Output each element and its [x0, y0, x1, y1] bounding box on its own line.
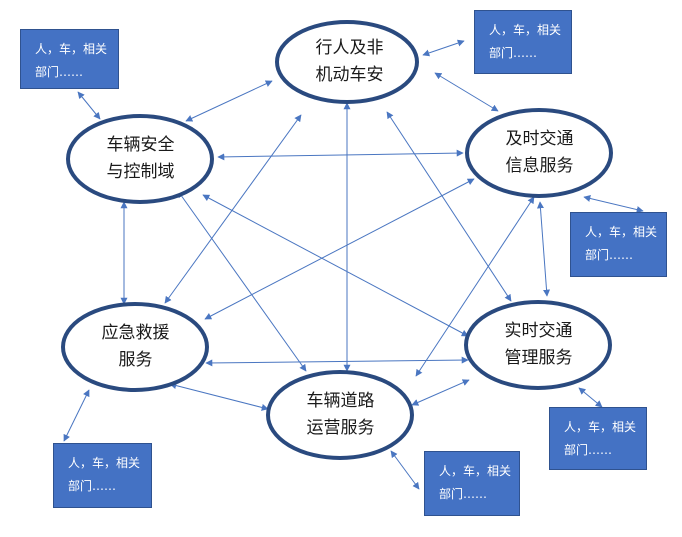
node-traffic-mgmt-ellipse	[464, 300, 612, 390]
connection-arrow	[390, 450, 420, 490]
connection-arrow	[169, 382, 269, 411]
stakeholder-box-line1: 人，车，相关	[585, 225, 658, 239]
stakeholder-box-vehicle-safety: 人，车，相关 部门……	[20, 29, 119, 89]
node-emergency-ellipse	[61, 302, 209, 392]
ellipses-layer	[61, 20, 613, 460]
stakeholder-box-line1: 人，车，相关	[35, 42, 108, 56]
stakeholder-box-line1: 人，车，相关	[68, 456, 141, 470]
connection-arrow	[217, 149, 464, 161]
connection-arrow	[77, 91, 101, 120]
connection-arrow	[434, 72, 499, 112]
stakeholder-box-emergency: 人，车，相关 部门……	[53, 443, 152, 508]
node-pedestrian-ellipse	[275, 20, 419, 104]
connection-arrow	[536, 201, 551, 297]
arrows-layer	[63, 39, 644, 490]
stakeholder-box-pedestrian: 人，车，相关 部门……	[474, 10, 572, 74]
connection-arrow	[205, 356, 469, 367]
connection-arrow	[177, 190, 307, 372]
stakeholder-box-line1: 人，车，相关	[489, 23, 562, 37]
stakeholder-box-line2: 部门……	[585, 248, 634, 262]
node-vehicle-safety-ellipse	[66, 114, 214, 204]
connection-arrow	[422, 39, 465, 57]
node-road-ops-ellipse	[266, 370, 414, 460]
stakeholder-box-line2: 部门……	[35, 65, 84, 79]
connection-arrow	[583, 195, 644, 213]
stakeholder-box-road-ops: 人，车，相关 部门……	[424, 451, 520, 516]
connection-arrow	[202, 194, 469, 337]
stakeholder-box-traffic-info: 人，车，相关 部门……	[570, 212, 667, 277]
connection-arrow	[63, 389, 90, 442]
node-traffic-info-ellipse	[465, 108, 613, 198]
stakeholder-box-line2: 部门……	[489, 46, 538, 60]
stakeholder-box-traffic-mgmt: 人，车，相关 部门……	[549, 407, 647, 470]
connection-arrow	[578, 387, 603, 408]
stakeholder-box-line2: 部门……	[439, 487, 488, 501]
stakeholder-box-line2: 部门……	[564, 443, 613, 457]
connection-arrow	[204, 178, 475, 320]
connection-arrow	[185, 80, 273, 122]
connection-arrow	[415, 196, 535, 377]
stakeholder-box-line1: 人，车，相关	[564, 420, 637, 434]
connection-arrow	[411, 379, 470, 406]
stakeholder-box-line1: 人，车，相关	[439, 464, 512, 478]
stakeholder-box-line2: 部门……	[68, 479, 117, 493]
